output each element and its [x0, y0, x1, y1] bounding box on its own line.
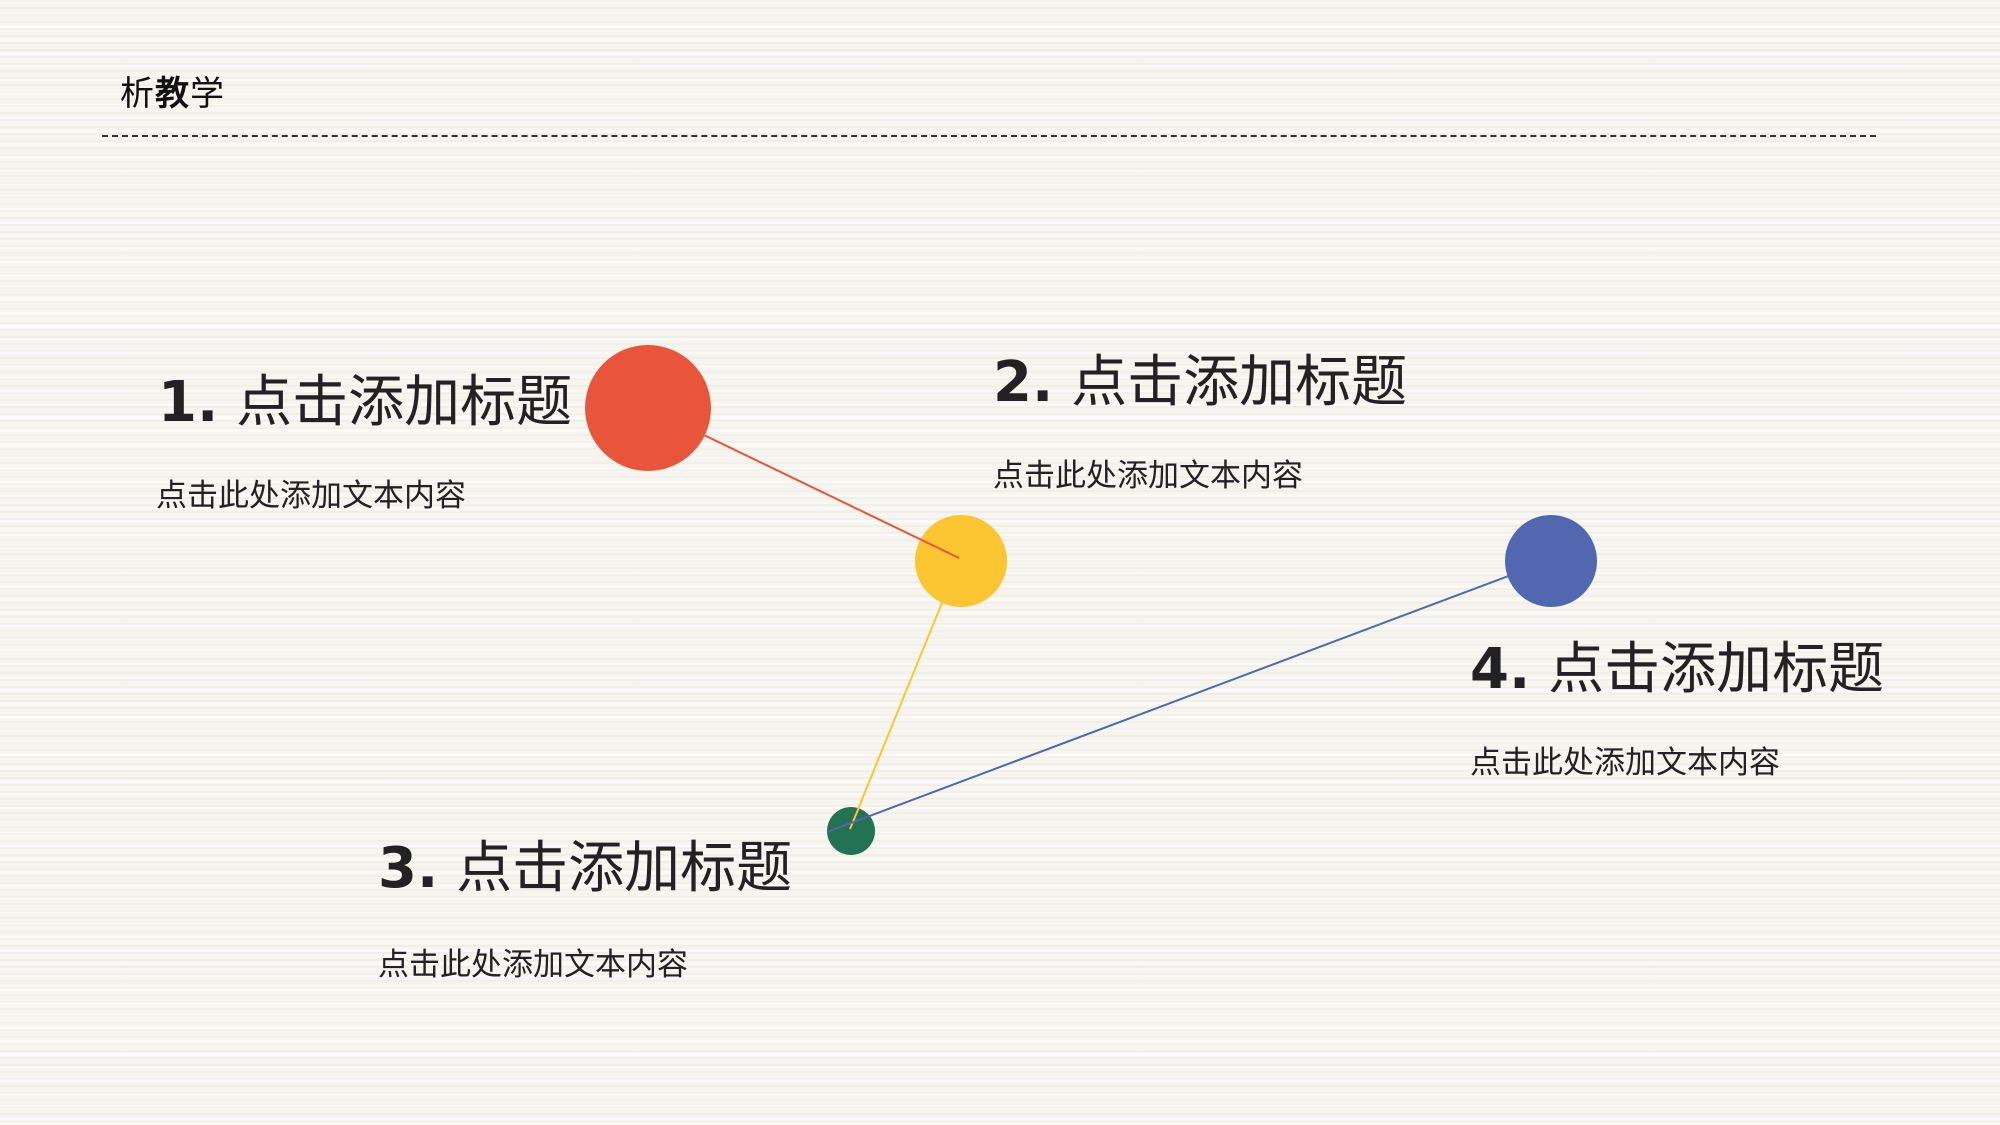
item-3-title[interactable]: 3. 点击添加标题	[378, 836, 792, 902]
item-1-body[interactable]: 点击此处添加文本内容	[156, 478, 466, 514]
item-2-title[interactable]: 2. 点击添加标题	[993, 350, 1407, 416]
item-4-body[interactable]: 点击此处添加文本内容	[1470, 745, 1780, 781]
item-4-title-text: 点击添加标题	[1548, 637, 1885, 702]
item-4-title[interactable]: 4. 点击添加标题	[1470, 637, 1884, 703]
slide-title: 析教学	[120, 74, 225, 114]
item-4-number: 4.	[1470, 637, 1531, 702]
item-1-title[interactable]: 1. 点击添加标题	[158, 370, 572, 436]
connector-blue-line	[826, 559, 1552, 833]
item-1-number: 1.	[158, 370, 219, 435]
connector-yellow-line-tip	[849, 799, 863, 830]
slide-title-part-1: 析	[120, 74, 155, 114]
connector-red-line	[647, 407, 960, 559]
item-2-body[interactable]: 点击此处添加文本内容	[993, 458, 1303, 494]
node-3-green-circle[interactable]	[827, 807, 875, 855]
slide-title-part-3: 学	[190, 74, 225, 114]
header-dashed-divider	[102, 135, 1876, 137]
item-3-body[interactable]: 点击此处添加文本内容	[378, 947, 688, 983]
item-2-title-text: 点击添加标题	[1071, 350, 1408, 415]
node-4-blue-circle[interactable]	[1505, 515, 1597, 607]
slide-title-part-2: 教	[155, 74, 190, 114]
connector-yellow-line	[849, 560, 960, 830]
item-2-number: 2.	[993, 350, 1054, 415]
node-2-yellow-circle[interactable]	[915, 515, 1007, 607]
item-1-title-text: 点击添加标题	[236, 370, 573, 435]
item-3-number: 3.	[378, 836, 439, 901]
item-3-title-text: 点击添加标题	[456, 836, 793, 901]
